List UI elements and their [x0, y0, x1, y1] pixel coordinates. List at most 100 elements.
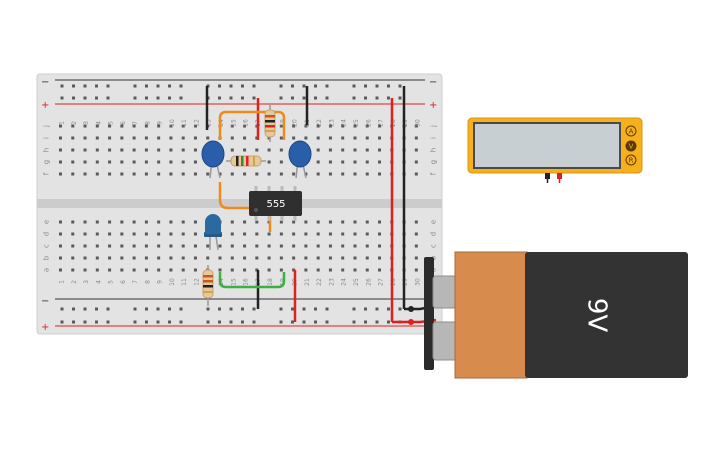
breadboard-hole[interactable] [243, 136, 247, 140]
rail-hole[interactable] [60, 84, 64, 88]
breadboard-hole[interactable] [71, 160, 75, 164]
rail-hole[interactable] [241, 84, 244, 88]
breadboard-hole[interactable] [316, 148, 320, 152]
rail-hole[interactable] [72, 320, 75, 324]
rail-hole[interactable] [325, 84, 329, 88]
rail-hole[interactable] [145, 84, 148, 88]
rail-hole[interactable] [314, 96, 317, 100]
rail-hole[interactable] [325, 307, 329, 311]
breadboard-hole[interactable] [71, 268, 75, 272]
breadboard-hole[interactable] [414, 124, 418, 128]
breadboard-hole[interactable] [218, 268, 222, 272]
rail-hole[interactable] [133, 320, 137, 324]
rail-hole[interactable] [156, 320, 160, 324]
rail-hole[interactable] [279, 307, 283, 311]
rail-hole[interactable] [72, 307, 75, 311]
breadboard-hole[interactable] [304, 220, 308, 224]
breadboard-hole[interactable] [144, 256, 148, 260]
breadboard-hole[interactable] [193, 136, 197, 140]
breadboard-hole[interactable] [157, 172, 161, 176]
rail-hole[interactable] [60, 307, 64, 311]
breadboard-hole[interactable] [169, 256, 173, 260]
breadboard-hole[interactable] [267, 232, 271, 236]
breadboard-hole[interactable] [157, 268, 161, 272]
rail-hole[interactable] [179, 320, 183, 324]
rail-hole[interactable] [387, 307, 390, 311]
breadboard-hole[interactable] [378, 268, 382, 272]
breadboard-hole[interactable] [83, 160, 87, 164]
breadboard-hole[interactable] [95, 256, 99, 260]
breadboard-hole[interactable] [157, 124, 161, 128]
rail-hole[interactable] [229, 96, 233, 100]
breadboard-hole[interactable] [353, 160, 357, 164]
breadboard-hole[interactable] [304, 124, 308, 128]
rail-hole[interactable] [60, 320, 64, 324]
breadboard-hole[interactable] [353, 136, 357, 140]
breadboard-hole[interactable] [292, 232, 296, 236]
rail-hole[interactable] [106, 84, 110, 88]
breadboard-hole[interactable] [243, 172, 247, 176]
rail-hole[interactable] [95, 320, 98, 324]
breadboard-hole[interactable] [83, 124, 87, 128]
breadboard-hole[interactable] [218, 244, 222, 248]
rail-hole[interactable] [168, 96, 171, 100]
breadboard-hole[interactable] [328, 172, 332, 176]
breadboard-hole[interactable] [181, 232, 185, 236]
rail-hole[interactable] [352, 307, 356, 311]
rail-hole[interactable] [375, 320, 379, 324]
breadboard-hole[interactable] [132, 220, 136, 224]
breadboard-hole[interactable] [341, 220, 345, 224]
breadboard-hole[interactable] [243, 268, 247, 272]
breadboard-hole[interactable] [341, 172, 345, 176]
breadboard-hole[interactable] [316, 220, 320, 224]
breadboard-hole[interactable] [83, 148, 87, 152]
breadboard-hole[interactable] [279, 124, 283, 128]
mode-button-v[interactable]: V [625, 140, 637, 152]
rail-hole[interactable] [133, 96, 137, 100]
breadboard-hole[interactable] [71, 220, 75, 224]
breadboard-hole[interactable] [243, 124, 247, 128]
breadboard-hole[interactable] [230, 136, 234, 140]
breadboard-hole[interactable] [169, 268, 173, 272]
breadboard-hole[interactable] [181, 244, 185, 248]
rail-hole[interactable] [179, 84, 183, 88]
breadboard-hole[interactable] [230, 268, 234, 272]
rail-hole[interactable] [364, 320, 367, 324]
breadboard-hole[interactable] [144, 136, 148, 140]
rail-hole[interactable] [83, 307, 87, 311]
breadboard-hole[interactable] [181, 268, 185, 272]
breadboard-hole[interactable] [95, 124, 99, 128]
breadboard-hole[interactable] [353, 220, 357, 224]
breadboard-hole[interactable] [341, 160, 345, 164]
breadboard-hole[interactable] [230, 148, 234, 152]
breadboard-hole[interactable] [59, 160, 62, 164]
breadboard-hole[interactable] [120, 160, 124, 164]
rail-hole[interactable] [387, 84, 390, 88]
resistor-vertical-bottom[interactable] [202, 265, 214, 306]
breadboard-hole[interactable] [316, 256, 320, 260]
breadboard-hole[interactable] [59, 124, 62, 128]
breadboard-hole[interactable] [267, 148, 271, 152]
rail-hole[interactable] [375, 96, 379, 100]
breadboard-hole[interactable] [316, 160, 320, 164]
ic-555[interactable]: 555 [249, 186, 302, 221]
breadboard-hole[interactable] [120, 172, 124, 176]
breadboard-hole[interactable] [132, 136, 136, 140]
breadboard-hole[interactable] [304, 172, 308, 176]
breadboard-hole[interactable] [378, 256, 382, 260]
breadboard-hole[interactable] [230, 220, 234, 224]
breadboard-hole[interactable] [181, 148, 185, 152]
breadboard-hole[interactable] [108, 148, 112, 152]
breadboard-hole[interactable] [365, 172, 369, 176]
rail-hole[interactable] [314, 84, 317, 88]
breadboard-hole[interactable] [341, 268, 345, 272]
breadboard-hole[interactable] [414, 160, 418, 164]
breadboard-hole[interactable] [365, 268, 369, 272]
rail-hole[interactable] [95, 307, 98, 311]
breadboard-hole[interactable] [83, 256, 87, 260]
breadboard-hole[interactable] [230, 232, 234, 236]
breadboard-hole[interactable] [169, 160, 173, 164]
rail-hole[interactable] [398, 84, 402, 88]
breadboard-hole[interactable] [132, 148, 136, 152]
multimeter-probe-black[interactable] [545, 173, 550, 183]
